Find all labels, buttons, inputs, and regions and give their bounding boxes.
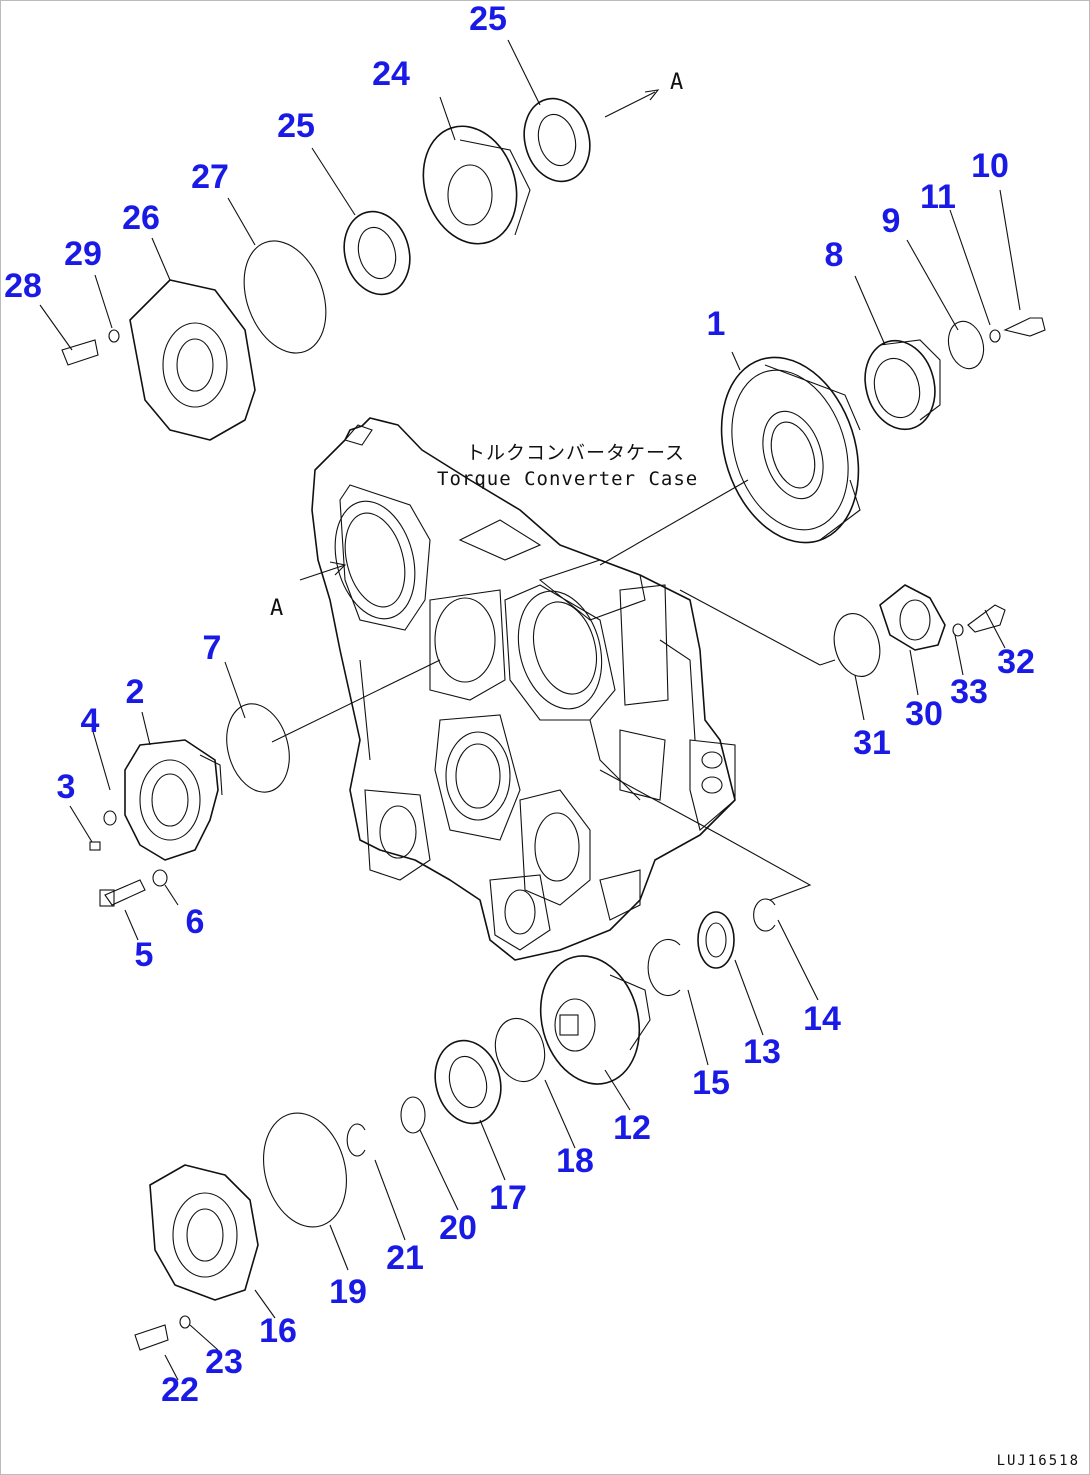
- part-label-31: 31: [853, 724, 891, 762]
- part-label-28: 28: [4, 267, 42, 305]
- marker-a-return: A: [270, 596, 284, 621]
- part-label-33: 33: [950, 673, 988, 711]
- part-label-30: 30: [905, 695, 943, 733]
- part-label-26: 26: [122, 199, 160, 237]
- part-7-o-ring: [226, 703, 290, 793]
- part-label-25-lower: 25: [277, 107, 315, 145]
- part-label-3: 3: [56, 768, 76, 806]
- part-label-13: 13: [743, 1033, 781, 1071]
- part-label-12: 12: [613, 1109, 651, 1147]
- part-12-gear: [539, 955, 651, 1085]
- part-label-17: 17: [489, 1179, 527, 1217]
- part-10-bolt: [1003, 317, 1046, 337]
- part-5-bolt: [99, 879, 146, 907]
- part-15-snap-ring: [647, 938, 681, 997]
- part-24-gear: [422, 125, 531, 245]
- part-label-14: 14: [803, 1000, 841, 1038]
- part-label-19: 19: [329, 1273, 367, 1311]
- case-caption-jp: トルクコンバータケース: [466, 442, 686, 464]
- part-32-bolt: [967, 604, 1006, 633]
- part-6-washer: [152, 869, 168, 887]
- part-25-bearing-upper: [523, 97, 591, 183]
- part-label-9: 9: [881, 202, 901, 240]
- part-19-o-ring: [262, 1112, 348, 1228]
- part-label-15: 15: [692, 1064, 730, 1102]
- part-16-cover: [149, 1164, 259, 1301]
- part-label-4: 4: [80, 702, 100, 740]
- part-27-o-ring: [243, 240, 327, 354]
- part-label-2: 2: [125, 673, 145, 711]
- part-31-o-ring: [833, 613, 881, 677]
- part-11-washer: [989, 329, 1001, 343]
- part-label-5: 5: [134, 936, 154, 974]
- part-label-20: 20: [439, 1209, 477, 1247]
- part-25-bearing-lower: [343, 210, 411, 296]
- part-20-snap-ring: [400, 1096, 426, 1134]
- part-label-16: 16: [259, 1312, 297, 1350]
- part-13-bearing: [697, 911, 735, 969]
- part-label-27: 27: [191, 158, 229, 196]
- part-label-21: 21: [386, 1239, 424, 1277]
- case-caption-en: Torque Converter Case: [437, 468, 699, 490]
- part-label-18: 18: [556, 1142, 594, 1180]
- part-label-7: 7: [202, 629, 222, 667]
- part-22-bolt: [134, 1324, 169, 1351]
- part-29-washer: [108, 329, 120, 343]
- part-21-snap-ring: [346, 1123, 366, 1157]
- drawing-code: LUJ16518: [996, 1453, 1080, 1469]
- part-18-snap-ring: [494, 1017, 546, 1083]
- part-label-32: 32: [997, 643, 1035, 681]
- part-label-22: 22: [161, 1371, 199, 1409]
- arrow-a-return: [299, 561, 347, 581]
- part-28-bolt: [61, 339, 99, 366]
- part-label-23: 23: [205, 1343, 243, 1381]
- part-23-washer: [179, 1315, 191, 1329]
- part-label-10: 10: [971, 147, 1009, 185]
- marker-a: A: [670, 70, 684, 95]
- leader-lines: [39, 39, 1021, 1381]
- part-label-1: 1: [706, 305, 726, 343]
- part-4-washer: [103, 810, 117, 826]
- part-label-24: 24: [372, 55, 410, 93]
- part-17-bearing: [434, 1039, 502, 1125]
- part-26-cover: [129, 279, 256, 441]
- torque-converter-case: [311, 417, 736, 961]
- part-label-6: 6: [185, 903, 205, 941]
- part-33-washer: [952, 623, 964, 637]
- part-8-bearing: [864, 339, 941, 431]
- part-label-11: 11: [920, 178, 956, 216]
- part-30-cover: [879, 584, 946, 651]
- part-1-gear: [720, 356, 861, 544]
- part-label-29: 29: [64, 235, 102, 273]
- part-3-bolt: [89, 841, 101, 851]
- part-label-25-upper: 25: [469, 0, 507, 38]
- part-9-plate: [947, 320, 985, 370]
- part-14-snap-ring: [753, 898, 776, 932]
- arrow-a: [604, 89, 660, 118]
- part-label-8: 8: [824, 236, 844, 274]
- part-2-cover: [124, 739, 223, 861]
